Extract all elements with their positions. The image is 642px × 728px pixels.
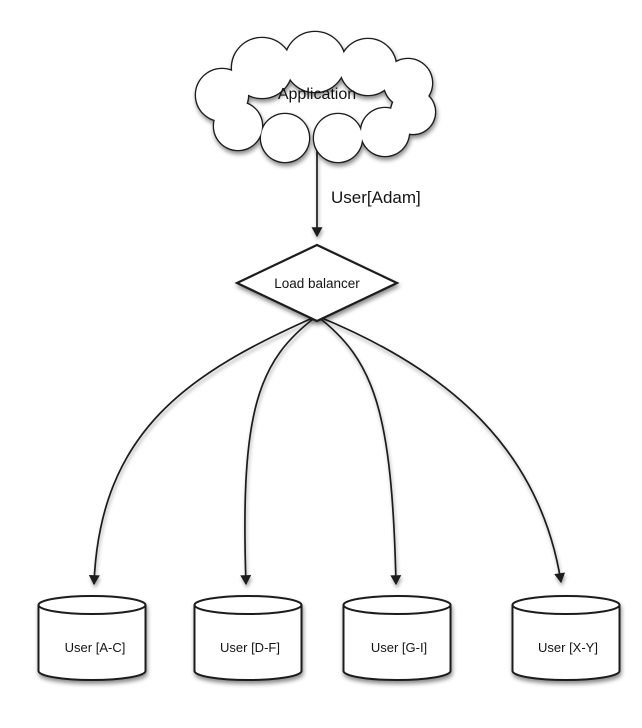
shard-cylinder-x-y <box>511 595 621 681</box>
shard-cylinder-g-i <box>342 595 452 681</box>
shard-cylinder-d-f <box>193 595 303 681</box>
shard-d-f-label: User [D-F] <box>220 640 280 655</box>
request-edge-label: User[Adam] <box>331 188 421 207</box>
edge-loadbalancer-to-shard-d-f <box>240 315 318 586</box>
shard-x-y-label: User [X-Y] <box>538 640 598 655</box>
application-label: Application <box>278 86 356 103</box>
load-balancer-diamond <box>234 243 400 323</box>
edge-loadbalancer-to-shard-x-y <box>316 315 566 584</box>
shard-cylinder-a-c <box>37 595 147 681</box>
shard-a-c-label: User [A-C] <box>65 640 126 655</box>
edge-loadbalancer-to-shard-a-c <box>88 315 318 586</box>
load-balancer-label: Load balancer <box>274 276 360 291</box>
cloud-fill <box>196 32 435 162</box>
application-cloud-node <box>194 30 437 164</box>
shard-g-i-label: User [G-I] <box>371 640 427 655</box>
edge-loadbalancer-to-shard-g-i <box>316 315 402 586</box>
edges-group <box>88 150 566 586</box>
load-balancer-node <box>234 243 400 323</box>
